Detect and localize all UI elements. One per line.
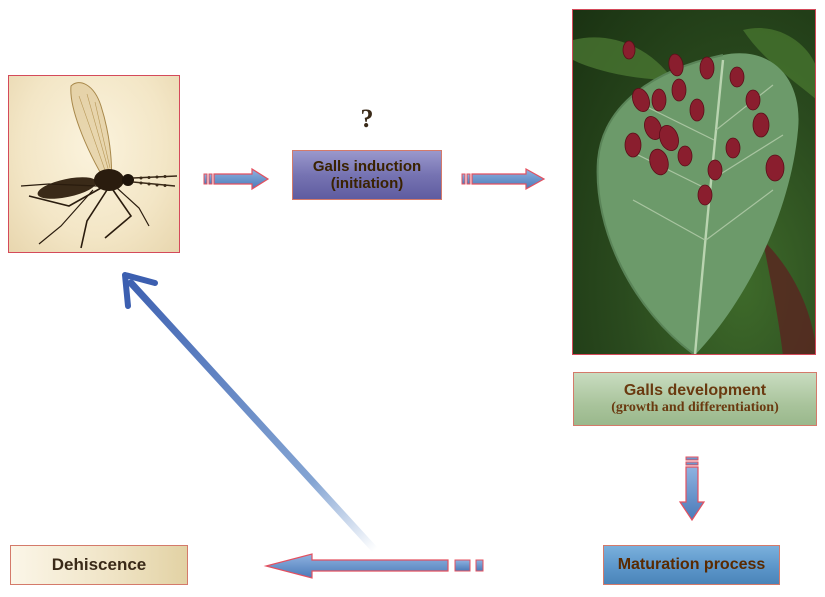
arrow-maturation-to-dehiscence bbox=[263, 553, 484, 579]
galls-induction-box: Galls induction (initiation) bbox=[292, 150, 442, 200]
arrow-insect-to-induction bbox=[203, 167, 270, 191]
maturation-process-label: Maturation process bbox=[617, 555, 766, 573]
galls-development-subtitle: (growth and differentiation) bbox=[611, 400, 779, 416]
galls-induction-title: Galls induction bbox=[312, 157, 422, 175]
galls-development-title: Galls development bbox=[623, 381, 767, 399]
leaf-with-galls-icon bbox=[573, 28, 815, 354]
arrow-dehiscence-to-insect bbox=[122, 272, 379, 554]
galls-development-box: Galls development (growth and differenti… bbox=[573, 372, 817, 426]
question-mark: ? bbox=[360, 104, 374, 133]
dehiscence-label: Dehiscence bbox=[51, 555, 147, 575]
arrow-induction-to-leaf bbox=[461, 167, 546, 191]
dehiscence-box: Dehiscence bbox=[10, 545, 188, 585]
arrow-development-to-maturation bbox=[678, 456, 706, 522]
galls-induction-subtitle: (initiation) bbox=[330, 175, 404, 192]
gall-midge-icon bbox=[20, 82, 178, 249]
leaf-photo bbox=[572, 9, 816, 355]
maturation-process-box: Maturation process bbox=[603, 545, 780, 585]
insect-photo bbox=[8, 75, 180, 253]
